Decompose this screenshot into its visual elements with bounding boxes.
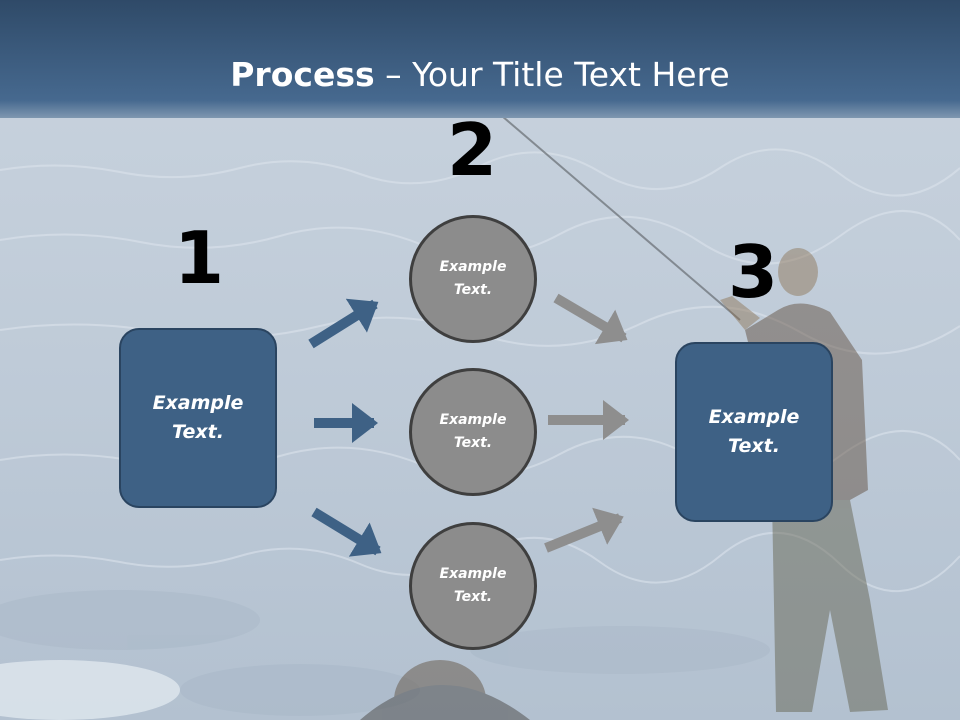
step-2-number: 2	[446, 108, 498, 192]
circle-middle-text-line1: Example	[439, 412, 507, 428]
step-3-text-line2: Text.	[728, 435, 780, 457]
circle-top-text-line2: Text.	[453, 282, 493, 298]
page-title: Process – Your Title Text Here	[0, 52, 960, 98]
step-1-text-line1: Example	[152, 392, 244, 414]
step-3-text-line1: Example	[708, 406, 800, 428]
circle-top-text-line1: Example	[439, 259, 507, 275]
circle-middle-text-line2: Text.	[453, 435, 493, 451]
circle-bottom-text-line2: Text.	[453, 589, 493, 605]
step-1-text-line2: Text.	[172, 421, 224, 443]
title-bold: Process	[230, 55, 375, 94]
step-3-number: 3	[727, 230, 779, 314]
title-rest: – Your Title Text Here	[374, 55, 730, 94]
step-1-number: 1	[173, 216, 225, 300]
circle-bottom-text-line1: Example	[439, 566, 507, 582]
